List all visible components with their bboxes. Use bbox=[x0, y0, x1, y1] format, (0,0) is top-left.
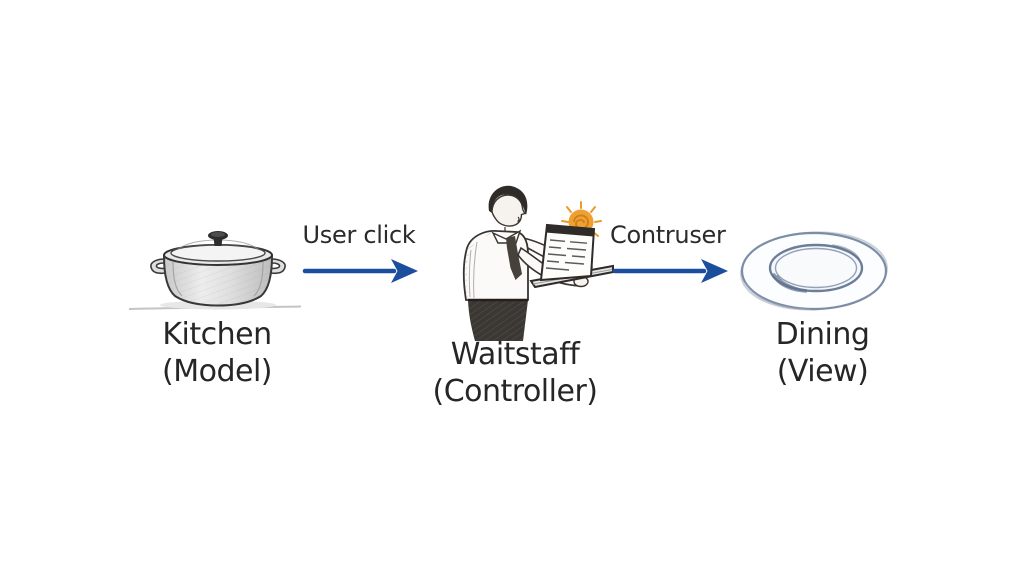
dining-title: Dining bbox=[775, 317, 870, 352]
kitchen-node bbox=[125, 210, 305, 320]
right-arrow-icon bbox=[302, 259, 418, 283]
arrow-2 bbox=[612, 254, 732, 288]
kitchen-subtitle: (Model) bbox=[162, 354, 272, 389]
cooking-pot-icon bbox=[128, 231, 302, 310]
waiter-hair bbox=[488, 185, 528, 215]
arrow-2-label: Contruser bbox=[610, 221, 726, 249]
arrow-1 bbox=[302, 254, 422, 288]
dining-label: Dining (View) bbox=[735, 316, 910, 390]
menu-clipboard bbox=[539, 223, 596, 282]
waitstaff-title: Waitstaff bbox=[450, 337, 580, 372]
kitchen-title: Kitchen bbox=[162, 317, 272, 352]
waitstaff-subtitle: (Controller) bbox=[432, 374, 598, 409]
dining-subtitle: (View) bbox=[776, 354, 869, 389]
arrow-1-label: User click bbox=[302, 221, 416, 249]
waitstaff-node bbox=[435, 180, 615, 345]
right-arrow-icon bbox=[612, 259, 728, 283]
waiter-icon bbox=[462, 185, 614, 341]
waiter-tie bbox=[506, 236, 522, 280]
kitchen-label: Kitchen (Model) bbox=[122, 316, 312, 390]
dining-node bbox=[733, 222, 903, 322]
waitstaff-label: Waitstaff (Controller) bbox=[405, 336, 625, 410]
plate-icon bbox=[740, 231, 888, 311]
waiter-face bbox=[491, 194, 527, 227]
